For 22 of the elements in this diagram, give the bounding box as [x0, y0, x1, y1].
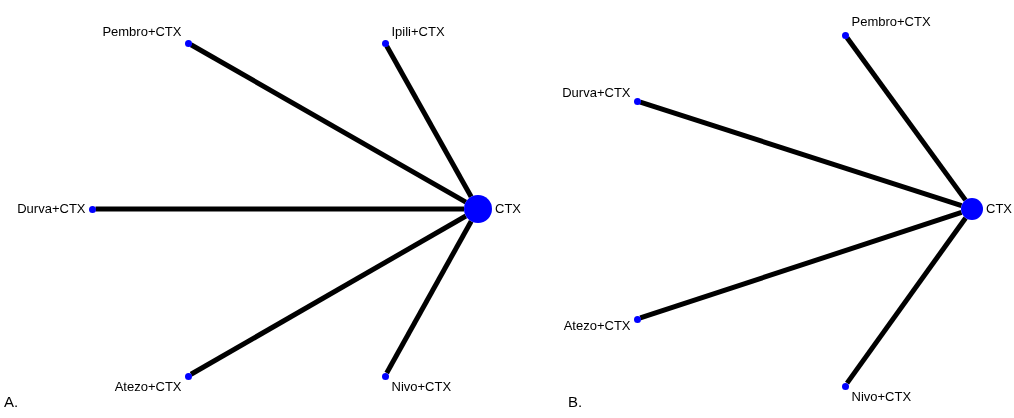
network-edge [639, 210, 963, 321]
network-edge [189, 213, 468, 377]
network-edge [845, 36, 968, 202]
node-label: Durva+CTX [562, 85, 631, 101]
node-label: Pembro+CTX [102, 24, 182, 40]
node-label: Ipili+CTX [391, 24, 445, 40]
panel-label: A. [4, 393, 19, 411]
node-label: Nivo+CTX [851, 389, 912, 405]
node-label: Pembro+CTX [851, 14, 931, 30]
network-edge [189, 42, 468, 205]
network-edge [845, 216, 968, 385]
panel-label: B. [568, 393, 583, 411]
node-label: CTX [986, 201, 1012, 217]
node-label: Nivo+CTX [391, 379, 452, 395]
node-label: Atezo+CTX [563, 318, 631, 334]
network-edge [95, 206, 464, 212]
node-label: Atezo+CTX [114, 379, 182, 395]
network-edge [639, 99, 963, 208]
node-label: CTX [495, 201, 521, 217]
network-edge [384, 44, 474, 198]
network-edge [384, 220, 474, 375]
node-label: Durva+CTX [17, 201, 86, 217]
